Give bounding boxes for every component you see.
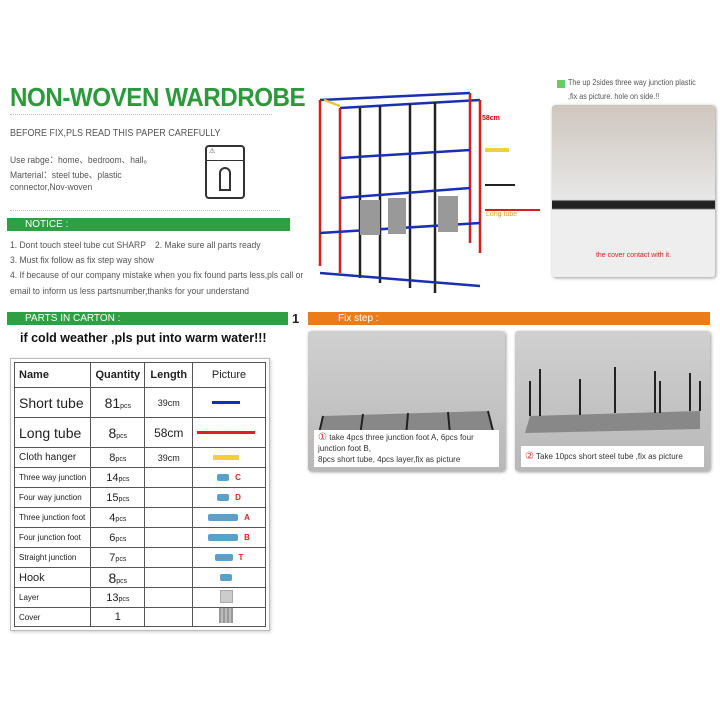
part-qty: 81: [104, 394, 121, 411]
part-name: Cover: [13, 607, 92, 627]
step-1-text: take 4pcs three junction foot A, 6pcs fo…: [318, 433, 474, 453]
parts-table: Name Quantity Length Picture Short tube …: [10, 358, 270, 631]
part-name: Hook: [13, 567, 92, 588]
part-qty: 13: [106, 591, 119, 604]
part-letter: D: [235, 493, 241, 502]
part-length: [144, 607, 193, 627]
step-1-photo: ① take 4pcs three junction foot A, 6pcs …: [308, 331, 505, 471]
bullet-icon: [557, 80, 565, 88]
part-name: Four way junction: [13, 487, 92, 508]
cover-icon: [219, 608, 233, 623]
part-qty: 1: [114, 611, 121, 623]
divider: [10, 114, 272, 115]
col-header: Picture: [192, 362, 266, 388]
notice-item: 2. Make sure all parts ready: [155, 240, 261, 251]
part-name: Three junction foot: [13, 507, 92, 528]
long-tube-label: Long tube: [486, 211, 518, 218]
subtitle: BEFORE FIX,PLS READ THIS PAPER CAREFULLY: [10, 128, 221, 139]
part-length: [144, 487, 193, 508]
step-number: 1: [292, 311, 300, 326]
parts-bar: PARTS IN CARTON :: [7, 312, 288, 325]
part-qty: 8: [109, 451, 116, 464]
part-qty: 4: [109, 511, 116, 524]
step-2-text: Take 10pcs short steel tube ,fix as pict…: [536, 452, 683, 461]
long-tube-length: 58cm: [482, 115, 500, 122]
table-row: Three way junction 14pcs C: [13, 467, 266, 488]
junction-icon: [217, 473, 230, 481]
part-name: Three way junction: [13, 467, 92, 488]
part-length: [144, 467, 193, 488]
junction-photo: the cover contact with it.: [552, 105, 715, 277]
part-length: [144, 587, 193, 608]
tube-swatch: [212, 400, 240, 404]
junction-note: ,fix as picture. hole on side.!!: [568, 92, 660, 101]
part-letter: C: [235, 473, 241, 482]
hook-icon: [220, 573, 232, 581]
material-line-2: connector,Nov-woven: [10, 182, 93, 193]
divider: [10, 210, 280, 211]
notice-item: 3. Must fix follow as fix step way show: [10, 255, 154, 266]
junction-note: The up 2sides three way junction plastic: [568, 78, 696, 87]
tube-swatch: [197, 430, 255, 434]
foot-icon: [208, 513, 239, 521]
tube-swatch: [213, 454, 239, 460]
part-length: [144, 567, 193, 588]
part-length: [144, 527, 193, 548]
page-title: NON-WOVEN WARDROBE: [10, 82, 306, 112]
part-qty: 8: [108, 569, 117, 586]
cover-note: the cover contact with it.: [595, 252, 672, 259]
part-name: Long tube: [13, 417, 92, 448]
part-length: 39cm: [144, 387, 193, 418]
notice-item: 1. Dont touch steel tube cut SHARP: [10, 240, 146, 251]
cold-weather-warning: if cold weather ,pls put into warm water…: [20, 331, 267, 345]
part-name: Short tube: [13, 387, 92, 418]
table-row: Four way junction 15pcs D: [13, 487, 266, 508]
col-header: Name: [13, 362, 92, 388]
col-header: Length: [144, 362, 193, 388]
table-row: Hook 8pcs: [13, 567, 266, 588]
part-qty: 14: [106, 471, 119, 484]
table-row: Layer 13pcs: [13, 587, 266, 608]
table-row: Long tube 8pcs 58cm: [13, 417, 266, 448]
part-qty: 15: [106, 491, 119, 504]
table-row: Short tube 81pcs 39cm: [13, 387, 266, 418]
table-row: Cloth hanger 8pcs 39cm: [13, 447, 266, 468]
table-row: Cover 1: [13, 607, 266, 627]
usage-line: Use rabge：home、bedroom、hall。: [10, 155, 153, 166]
part-name: Straight junction: [13, 547, 92, 568]
notice-item: email to inform us less partsnumber,than…: [10, 286, 250, 297]
table-row: Four junction foot 6pcs B: [13, 527, 266, 548]
warning-icon: ⚠: [205, 145, 245, 199]
part-length: 58cm: [144, 417, 193, 448]
part-length: 39cm: [144, 447, 193, 468]
wardrobe-diagram: [318, 91, 540, 293]
part-letter: A: [244, 513, 250, 522]
part-length: [144, 507, 193, 528]
material-line: Marterial：steel tube、plastic: [10, 170, 122, 181]
layer-icon: [219, 589, 233, 603]
table-row: Three junction foot 4pcs A: [13, 507, 266, 528]
notice-bar: NOTICE :: [7, 218, 290, 231]
part-letter: T: [238, 553, 244, 562]
junction-icon: [217, 493, 230, 501]
step-2-photo: ② Take 10pcs short steel tube ,fix as pi…: [515, 331, 710, 471]
part-qty: 6: [109, 531, 116, 544]
fix-step-bar: Fix step :: [308, 312, 710, 325]
foot-icon: [208, 533, 239, 541]
part-name: Four junction foot: [13, 527, 92, 548]
part-name: Layer: [13, 587, 92, 608]
col-header: Quantity: [90, 362, 146, 388]
part-letter: B: [244, 533, 250, 542]
notice-item: 4. If because of our company mistake whe…: [10, 270, 304, 281]
part-qty: 8: [108, 424, 117, 441]
tee-icon: [214, 553, 233, 561]
part-qty: 7: [109, 551, 116, 564]
part-length: [144, 547, 193, 568]
table-row: Straight junction 7pcs T: [13, 547, 266, 568]
part-name: Cloth hanger: [13, 447, 92, 468]
